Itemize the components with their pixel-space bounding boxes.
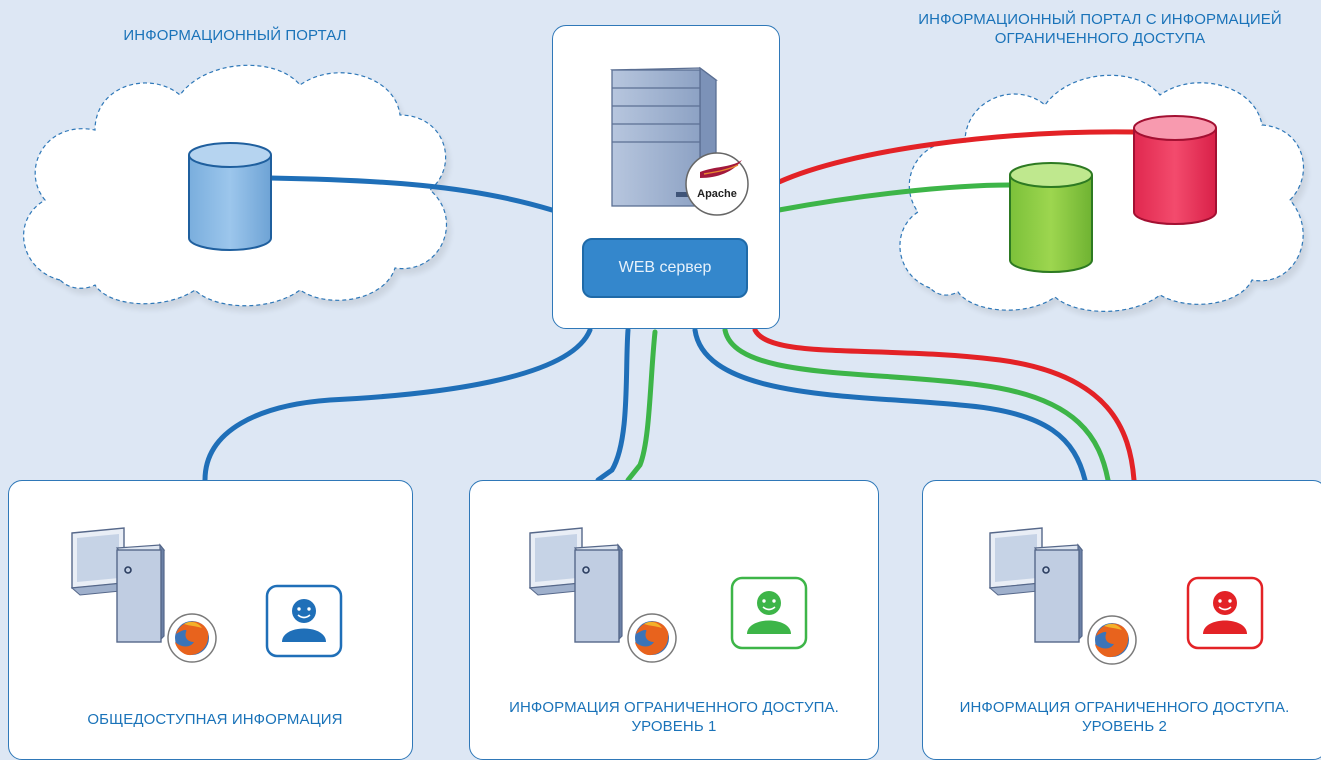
link-client-level2-red: [752, 327, 1137, 483]
link-db-green: [776, 182, 1013, 213]
link-client-level1-blue: [595, 327, 631, 483]
database-icon: [1133, 115, 1217, 225]
link-client-level2-blue: [692, 327, 1088, 483]
portal-restricted-label: ИНФОРМАЦИОННЫЙ ПОРТАЛ С ИНФОРМАЦИЕЙ ОГРА…: [918, 11, 1282, 47]
link-db-red: [776, 129, 1138, 185]
database-icon: [1009, 162, 1093, 273]
cloud-restricted-portal: [899, 74, 1308, 318]
client-public-label: ОБЩЕДОСТУПНАЯ ИНФОРМАЦИЯ: [87, 711, 343, 728]
client-level1-label: ИНФОРМАЦИЯ ОГРАНИЧЕННОГО ДОСТУПА. УРОВЕН…: [509, 699, 839, 735]
web-server-button[interactable]: WEB сервер: [582, 238, 748, 298]
portal-public-label: ИНФОРМАЦИОННЫЙ ПОРТАЛ: [123, 27, 347, 44]
link-client-public: [202, 327, 593, 483]
link-client-level2-green: [722, 327, 1111, 483]
link-client-level1-green: [625, 329, 658, 483]
connections: [202, 129, 1138, 483]
link-db-blue: [267, 175, 555, 213]
client-level2-label: ИНФОРМАЦИЯ ОГРАНИЧЕННОГО ДОСТУПА. УРОВЕН…: [959, 699, 1290, 735]
database-icon: [188, 142, 272, 251]
